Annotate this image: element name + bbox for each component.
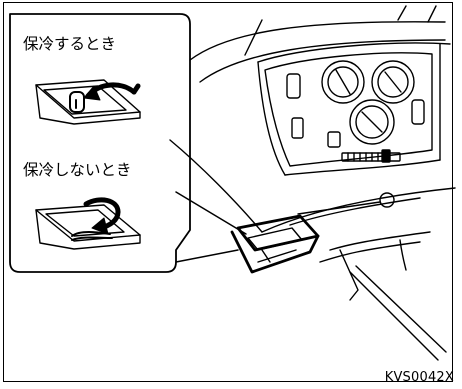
small-switch xyxy=(327,131,341,148)
no-keep-cool-label: 保冷しないとき xyxy=(23,161,132,179)
dial-right-indicator xyxy=(384,71,402,93)
keep-cool-illustration xyxy=(35,79,141,125)
lever-down-arrow-icon xyxy=(83,197,121,215)
knob xyxy=(379,192,395,208)
right-vent-slot xyxy=(411,99,425,125)
left-vent-slot xyxy=(286,73,301,99)
dashboard-panel xyxy=(189,5,451,176)
keep-cool-label: 保冷するとき xyxy=(23,35,117,53)
dial-right xyxy=(371,60,415,104)
dial-left xyxy=(321,60,365,104)
figure-frame xyxy=(3,2,453,382)
callout-panel xyxy=(9,13,247,273)
temperature-slider xyxy=(341,152,401,162)
slider-knob xyxy=(381,149,391,163)
no-keep-cool-illustration xyxy=(35,197,141,250)
dial-center-indicator xyxy=(361,111,383,133)
left-switch xyxy=(291,117,304,139)
dial-center xyxy=(349,99,395,145)
figure-code: KVS0042X xyxy=(384,370,454,385)
climate-controls xyxy=(286,60,425,163)
lever-location xyxy=(230,214,320,274)
dial-left-indicator xyxy=(335,69,351,95)
